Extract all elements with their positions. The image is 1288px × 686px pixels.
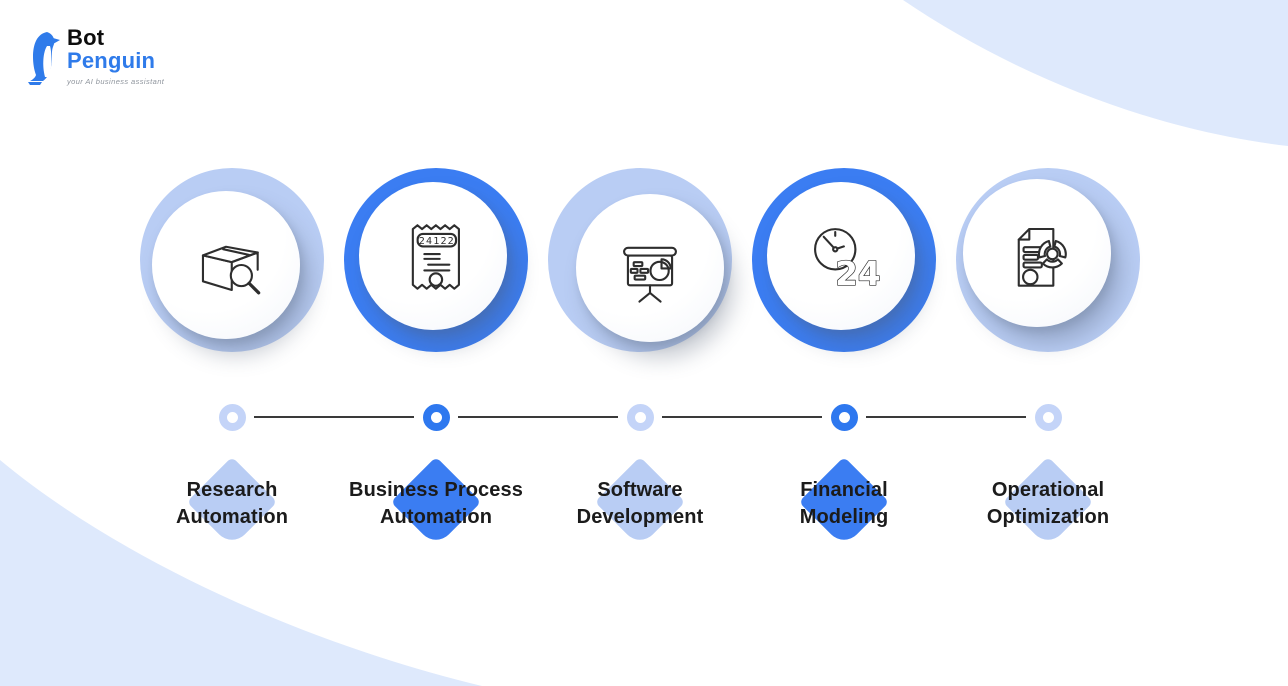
botpenguin-logo: Bot Penguin your AI business assistant <box>26 26 164 86</box>
step-business-process-automation: 24122 Business Process Automation <box>334 0 618 686</box>
map-pin-marker <box>140 168 324 548</box>
clock-24-text: 24 <box>835 255 880 293</box>
package-search-icon <box>201 245 261 295</box>
timeline-dot <box>218 404 246 431</box>
document-chart-icon <box>1017 227 1067 287</box>
logo-text-bot: Bot <box>67 25 105 50</box>
step-label: Operational Optimization <box>946 477 1150 531</box>
timeline-connector <box>866 416 1026 418</box>
step-label-line1: Business Process <box>349 479 523 501</box>
map-pin-marker: 24 <box>752 168 936 548</box>
step-financial-modeling: 24 Financial Modeling <box>742 0 1026 686</box>
step-label-line2: Modeling <box>799 506 889 528</box>
step-label-line2: Automation <box>175 506 289 528</box>
penguin-icon <box>28 32 60 85</box>
logo-tagline: your AI business assistant <box>67 77 165 86</box>
pin-inner-circle <box>576 194 724 342</box>
pin-inner-circle <box>152 191 300 339</box>
timeline-dot <box>422 404 450 431</box>
step-label-line2: Development <box>576 506 704 528</box>
clock-24-icon: 24 <box>814 228 881 293</box>
pin-inner-circle: 24 <box>767 182 915 330</box>
receipt-icon: 24122 <box>411 224 460 290</box>
step-software-development: Software Development <box>538 0 822 686</box>
step-label: Business Process Automation <box>334 477 538 531</box>
timeline-connector <box>458 416 618 418</box>
map-pin-marker <box>548 168 732 548</box>
step-label-line1: Research <box>186 479 278 501</box>
timeline-connector <box>662 416 822 418</box>
timeline-dot <box>830 404 858 431</box>
receipt-number: 24122 <box>419 236 455 247</box>
step-label-line2: Optimization <box>986 506 1110 528</box>
map-pin-marker <box>956 168 1140 548</box>
step-operational-optimization: Operational Optimization <box>946 0 1150 686</box>
pin-inner-circle <box>963 179 1111 327</box>
timeline-connector <box>254 416 414 418</box>
step-label-line1: Financial <box>800 479 888 501</box>
logo-text-penguin: Penguin <box>67 48 156 73</box>
step-label-line2: Automation <box>379 506 493 528</box>
presentation-chart-icon <box>623 246 677 303</box>
step-label: Research Automation <box>130 477 334 531</box>
step-label-line1: Software <box>597 479 683 501</box>
step-label: Financial Modeling <box>742 477 946 531</box>
timeline-dot <box>626 404 654 431</box>
step-label: Software Development <box>538 477 742 531</box>
logo-wordmark: Bot Penguin your AI business assistant <box>67 26 164 86</box>
map-pin-marker: 24122 <box>344 168 528 548</box>
pin-inner-circle: 24122 <box>359 182 507 330</box>
process-steps-row: Research Automation 24122 <box>130 0 1150 686</box>
step-research-automation: Research Automation <box>130 0 414 686</box>
timeline-dot <box>1034 404 1062 431</box>
step-label-line1: Operational <box>991 479 1105 501</box>
